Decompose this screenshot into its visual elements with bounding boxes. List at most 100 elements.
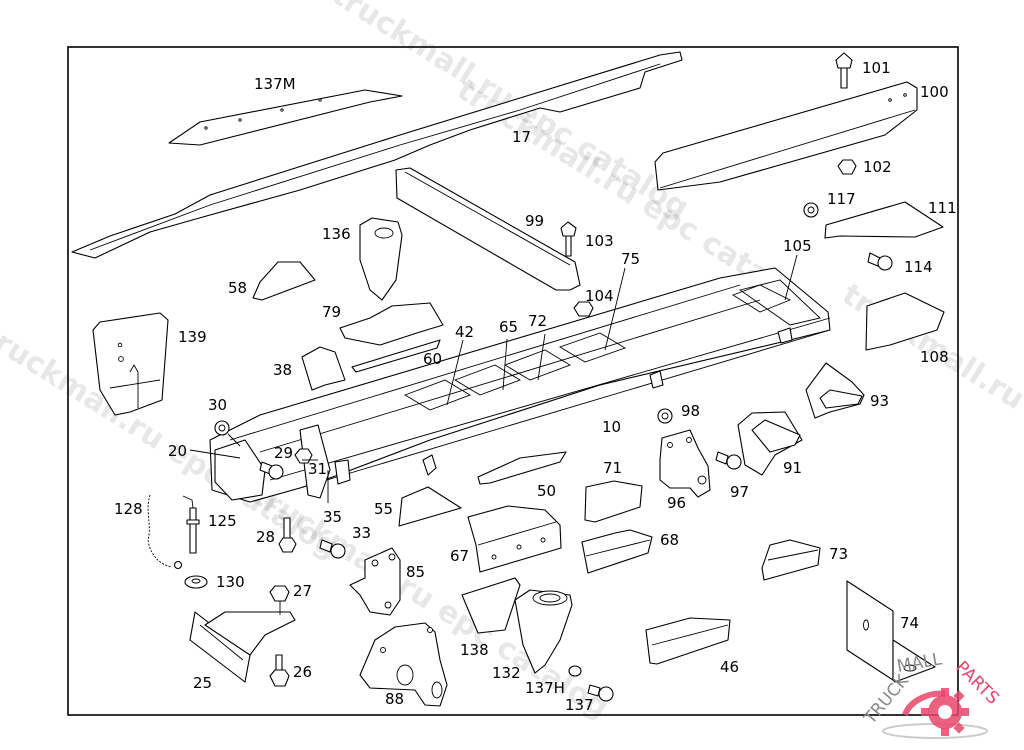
part-58 [252,261,316,301]
part-138 [461,577,521,634]
callout-60: 60 [423,350,442,368]
callout-10: 10 [602,418,621,436]
callout-97: 97 [730,483,749,501]
part-93 [805,362,865,419]
part-17 [71,51,683,259]
callout-72: 72 [528,312,547,330]
part-74 [846,580,936,683]
callout-96: 96 [667,494,686,512]
callout-111: 111 [928,199,957,217]
part-96 [659,429,711,498]
callout-28: 28 [256,528,275,546]
part-28-bolt [278,517,297,553]
callout-25: 25 [193,674,212,692]
callout-79: 79 [322,303,341,321]
callout-29: 29 [274,444,293,462]
part-33-bolt [319,539,346,559]
callout-35: 35 [323,508,342,526]
callout-93: 93 [870,392,889,410]
callout-138: 138 [460,641,489,659]
callout-31: 31 [308,460,327,478]
callout-99: 99 [525,212,544,230]
callout-125: 125 [208,512,237,530]
part-27-nut [269,585,290,615]
part-117-nut [803,202,819,218]
callout-137: 137 [565,696,594,714]
part-67 [467,505,562,573]
part-38 [301,346,346,391]
callout-101: 101 [862,59,891,77]
logo-text-truck: TRUCK [860,671,914,729]
callout-117: 117 [827,190,856,208]
callout-85: 85 [406,563,425,581]
part-10-main-frame [209,267,831,503]
callout-71: 71 [603,459,622,477]
callout-136: 136 [322,225,351,243]
callout-114: 114 [904,258,933,276]
part-55 [398,486,462,527]
callout-27: 27 [293,582,312,600]
part-104-nut [573,301,594,317]
part-88 [359,622,448,707]
callout-58: 58 [228,279,247,297]
callout-33: 33 [352,524,371,542]
part-100 [654,81,918,191]
part-30-nut [214,420,241,447]
callout-98: 98 [681,402,700,420]
callout-88: 88 [385,690,404,708]
part-111 [824,201,944,239]
callout-26: 26 [293,663,312,681]
part-130-washer [184,575,208,589]
callout-50: 50 [537,482,556,500]
gear-icon [921,688,969,736]
part-68 [581,529,653,574]
callout-42: 42 [455,323,474,341]
callout-137H: 137H [525,679,565,697]
callout-17: 17 [512,128,531,146]
part-137-bolt [587,684,614,702]
callout-100: 100 [920,83,949,101]
part-139 [92,312,169,416]
part-132 [514,589,573,674]
callout-75: 75 [621,250,640,268]
callout-46: 46 [720,658,739,676]
leader-lines [189,254,798,503]
part-79 [339,302,444,346]
callout-67: 67 [450,547,469,565]
part-137M [168,89,403,146]
part-128-chain [147,494,183,570]
callout-30: 30 [208,396,227,414]
part-98-nut [657,408,673,424]
callout-38: 38 [273,361,292,379]
part-25 [189,611,296,683]
part-125-pin [182,495,200,554]
part-99 [395,167,581,291]
callout-130: 130 [216,573,245,591]
callout-102: 102 [863,158,892,176]
callout-55: 55 [374,500,393,518]
callout-91: 91 [783,459,802,477]
part-85 [349,547,401,616]
part-73 [761,539,821,581]
callout-labels: 137M 17 101 100 102 117 111 114 105 136 … [114,59,957,714]
callout-132: 132 [492,664,521,682]
callout-128: 128 [114,500,143,518]
callout-137M: 137M [254,75,296,93]
part-91 [737,411,803,476]
callout-74: 74 [900,614,919,632]
part-136 [359,217,403,301]
callout-68: 68 [660,531,679,549]
part-103-bolt [560,221,577,257]
part-46 [645,617,731,665]
part-114-bolt [867,252,893,271]
part-29-bolt [259,461,284,480]
part-97-bolt [715,451,742,470]
callout-108: 108 [920,348,949,366]
part-26-bolt [269,654,290,687]
callout-139: 139 [178,328,207,346]
part-101-bolt [835,52,853,89]
callout-73: 73 [829,545,848,563]
callout-65: 65 [499,318,518,336]
part-31-nut [294,448,313,464]
